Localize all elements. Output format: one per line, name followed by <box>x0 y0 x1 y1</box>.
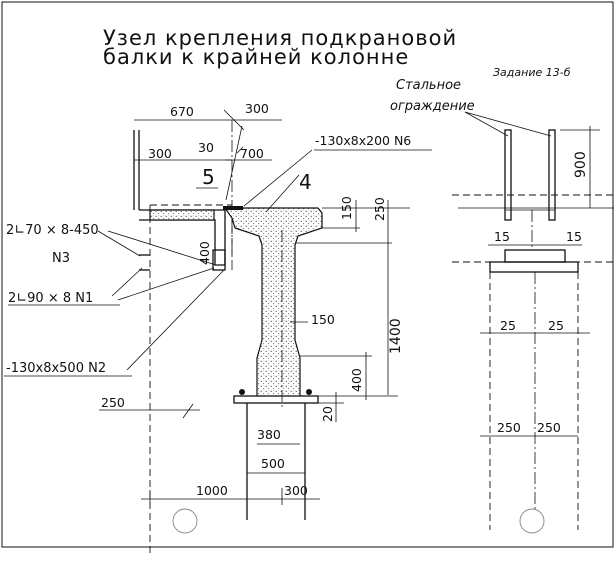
dim-30: 30 <box>198 140 214 155</box>
dim-380: 380 <box>257 427 281 442</box>
leader-n6 <box>243 149 313 207</box>
dim-15-right: 15 <box>566 229 582 244</box>
tick-250-b <box>182 403 194 419</box>
fence-post-right-b <box>548 129 556 221</box>
tick-b <box>236 146 244 154</box>
bearing-plate-right <box>489 261 579 273</box>
label-n5: 5 <box>202 165 215 189</box>
drawing-title-line1: Узел крепления подкрановой <box>103 26 457 50</box>
anchor-bolt-right <box>306 389 312 395</box>
dim-670: 670 <box>170 104 194 119</box>
dim-1400: 1400 <box>388 318 404 354</box>
drawing-title-line2: балки к крайней колонне <box>103 45 409 69</box>
label-n6: -130x8x200 N6 <box>315 133 411 148</box>
dim-250-right-l: 250 <box>497 420 521 435</box>
leader-n3-b <box>107 230 217 266</box>
circle-marker-left <box>172 508 198 534</box>
tick-a <box>223 109 245 131</box>
dim-15-left: 15 <box>494 229 510 244</box>
dim-25-left: 25 <box>500 318 516 333</box>
leader-fence-b <box>464 111 552 137</box>
task-label: Задание 13-б <box>493 66 571 79</box>
dim-250-a: 250 <box>372 197 387 221</box>
right-view: 900 15 15 25 25 250 250 <box>452 111 614 534</box>
dim-150-b: 150 <box>311 312 335 327</box>
leader-n1-b <box>117 267 215 301</box>
leader-fence-a <box>464 111 509 137</box>
dim-900: 900 <box>573 151 589 178</box>
label-n3-line2: N3 <box>52 251 70 266</box>
leader-n3-a <box>97 230 141 257</box>
leader-n2 <box>126 269 225 371</box>
dim-300-mid: 300 <box>148 146 172 161</box>
dim-1000: 1000 <box>196 483 228 498</box>
circle-marker-right <box>519 508 545 534</box>
leader-n1-a <box>111 267 143 297</box>
crane-beam-section <box>223 207 323 399</box>
dim-20: 20 <box>320 406 335 422</box>
label-n1: 2∟90 × 8 N1 <box>8 291 93 306</box>
dim-250-b: 250 <box>101 395 125 410</box>
plate-n6 <box>223 206 243 210</box>
dim-300-bot: 300 <box>284 483 308 498</box>
column-head-hatch <box>149 209 215 221</box>
fence-label-line1: Стальное <box>396 78 461 93</box>
fence-label-line2: ограждение <box>390 99 475 114</box>
label-n2: -130x8x500 N2 <box>6 361 106 376</box>
dim-250-right-r: 250 <box>537 420 561 435</box>
leader-n4 <box>265 174 300 213</box>
anchor-bolt-left <box>239 389 245 395</box>
fence-post-right-a <box>504 129 512 221</box>
label-n3-line1: 2∟70 × 8-450 <box>6 223 99 238</box>
leader-30 <box>225 125 243 201</box>
bearing-plate <box>233 395 319 404</box>
label-n4: 4 <box>299 170 312 194</box>
dim-25-right: 25 <box>548 318 564 333</box>
dim-300-top: 300 <box>245 101 269 116</box>
angle-n1 <box>212 249 226 271</box>
dim-150-a: 150 <box>339 196 354 220</box>
dim-500: 500 <box>261 456 285 471</box>
dim-400-b: 400 <box>349 368 364 392</box>
bearing-block <box>504 249 566 263</box>
dim-700: 700 <box>240 146 264 161</box>
drawing-frame <box>1 1 614 548</box>
left-view: 670 300 30 300 700 5 4 -130x8x200 N6 150… <box>4 101 432 555</box>
dim-400-a: 400 <box>197 241 212 265</box>
